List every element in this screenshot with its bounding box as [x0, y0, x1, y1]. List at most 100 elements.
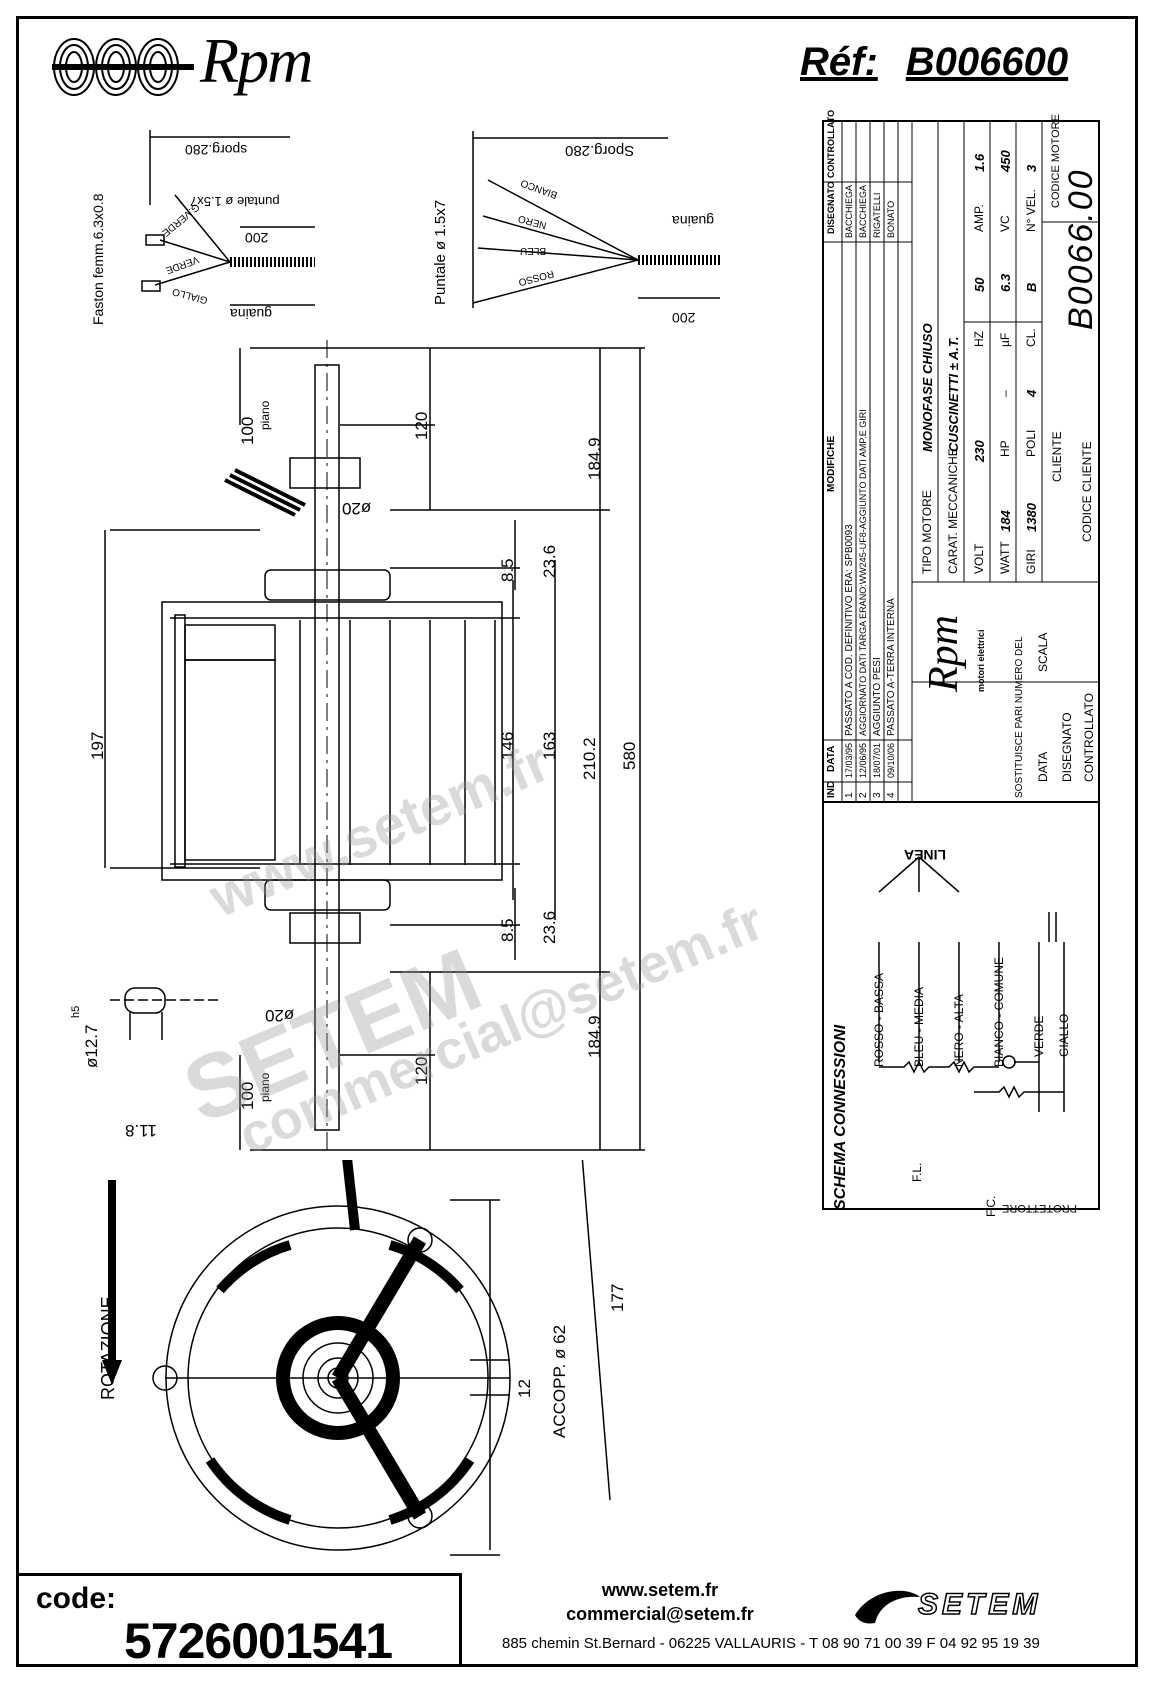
- spec-hz: 50: [972, 277, 987, 292]
- len-left: 200: [245, 230, 269, 246]
- shaft-flat: 11.8: [125, 1121, 157, 1140]
- rev-1-by: BACCHIEGA: [844, 184, 854, 238]
- len-right: 200: [672, 310, 696, 326]
- codice-motore: B0066.00: [1062, 168, 1100, 330]
- rev-2-date: 12/06/95: [858, 742, 868, 778]
- dim-184-bot: 184.9: [585, 1015, 604, 1058]
- schema-fc: F.C.: [984, 1195, 998, 1217]
- sostituisce-label: SOSTITUISCE PARI NUMERO DEL: [1014, 636, 1025, 798]
- rev-3-by: RIGATELLI: [872, 192, 882, 238]
- spec-watt: 184: [998, 510, 1013, 532]
- puntale-right: Puntale ø 1.5x7: [432, 199, 449, 305]
- spec-uf-label: µF: [998, 332, 1012, 347]
- schema-title: SCHEMA CONNESSIONI: [832, 1024, 849, 1210]
- dim-23.6-bot: 23.6: [540, 910, 559, 944]
- spec-poli-label: POLI: [1024, 429, 1038, 457]
- code-box: code: 5726001541: [16, 1573, 462, 1669]
- schema-wire-bleu: BLEU - MEDIA: [912, 986, 926, 1067]
- guaina-right: guaina: [672, 213, 715, 229]
- dim-8.5-top: 8.5: [498, 558, 517, 582]
- spec-cl: B: [1024, 282, 1039, 292]
- company-logo-text: Rpm: [921, 615, 967, 692]
- dim-177: 177: [608, 1283, 627, 1312]
- email-link[interactable]: commercial@setem.fr: [566, 1604, 754, 1624]
- rev-3-date: 18/07/01: [872, 742, 882, 778]
- schema-wire-nero: NERO - ALTA: [952, 994, 966, 1067]
- guaina-left: guaina: [230, 306, 273, 322]
- rev-1-desc: PASSATO A COD. DEFINITIVO ERA: SPB0093: [844, 524, 855, 736]
- ref-value: B006600: [905, 40, 1069, 84]
- controllato-label: CONTROLLATO: [1082, 693, 1096, 782]
- motor-front-view: [102, 1160, 611, 1556]
- spec-hp: –: [998, 390, 1012, 397]
- rpm-coil-logo: [52, 38, 194, 96]
- spec-vel-label: N° VEL.: [1024, 189, 1038, 232]
- ref-label: Réf:: [800, 40, 878, 84]
- dim-146: 146: [498, 731, 517, 760]
- dim-100-top: 100: [238, 416, 257, 445]
- rev-2-desc: AGGIORNATO DATI TARGA ERANO:WW245-UF8-AG…: [858, 409, 868, 736]
- dim-210: 210.2: [580, 737, 599, 780]
- motor-type: MONOFASE CHIUSO: [920, 323, 935, 452]
- dia20-bot: ø20: [265, 1006, 295, 1025]
- dim-120-top: 120: [412, 411, 431, 440]
- shaft-diameter: ø12.7: [82, 1024, 101, 1068]
- spec-amp-label: AMP.: [972, 204, 986, 232]
- schema-wire-verde: VERDE: [1032, 1015, 1046, 1057]
- brand-logo-text: Rpm: [200, 25, 313, 96]
- company-sub: motori elettrici: [976, 629, 986, 692]
- rev-header-ind: IND: [826, 780, 837, 798]
- dim-100-bot: 100: [238, 1081, 257, 1110]
- spec-vc-label: VC: [998, 215, 1012, 232]
- schema-wire-bianco: BIANCO - COMUNE: [992, 956, 1006, 1067]
- spec-amp: 1.6: [972, 153, 987, 172]
- spec-volt-label: VOLT: [972, 543, 986, 574]
- spec-watt-label: WATT: [998, 541, 1012, 574]
- spec-giri-label: GIRI: [1024, 549, 1038, 574]
- rev-1-ind: 1: [844, 792, 855, 798]
- data-label: DATA: [1036, 751, 1050, 782]
- spec-vel: 3: [1024, 164, 1039, 172]
- address-line: 885 chemin St.Bernard - 06225 VALLAURIS …: [502, 1635, 1040, 1652]
- mech-label: CARAT. MECCANICHE: [946, 448, 960, 574]
- motor-type-label: TIPO MOTORE: [920, 490, 934, 574]
- wire-diagram-left: [141, 130, 315, 306]
- website-link[interactable]: www.setem.fr: [601, 1580, 719, 1600]
- rev-header-desc: MODIFICHE: [826, 435, 837, 492]
- spec-hp-label: HP: [998, 440, 1012, 457]
- wire-label-bleu: BLEU: [520, 245, 547, 256]
- code-label: code:: [36, 1582, 117, 1615]
- contact-block: www.setem.fr commercial@setem.fr: [530, 1578, 790, 1626]
- spec-uf: 6.3: [998, 273, 1013, 292]
- sporg-right: Sporg.280: [565, 142, 635, 159]
- rev-2-ind: 2: [858, 792, 869, 798]
- scala-label: SCALA: [1036, 632, 1050, 672]
- rev-3-ind: 3: [872, 792, 883, 798]
- rev-4-date: 09/10/06: [886, 742, 896, 778]
- dim-163: 163: [540, 731, 559, 760]
- dia20-top: ø20: [342, 499, 372, 518]
- sporg-left: sporg.280: [185, 142, 248, 158]
- dim-120-bot: 120: [412, 1056, 431, 1085]
- wire-diagram-right: [472, 131, 720, 308]
- rev-4-ind: 4: [886, 792, 897, 798]
- rev-header-date: DATA: [826, 745, 837, 772]
- dim-8.5-bot: 8.5: [498, 918, 517, 942]
- schema-fl: F.L.: [910, 1162, 924, 1182]
- cliente-label: CLIENTE: [1050, 431, 1064, 482]
- reference-number: Réf: B006600: [800, 40, 1068, 85]
- rev-4-desc: PASSATO A-TERRA INTERNA: [886, 598, 897, 736]
- rev-2-by: BACCHIEGA: [858, 184, 868, 238]
- rev-3-desc: AGGIUNTO PESI: [872, 657, 883, 736]
- rev-header-by: DISEGNATO: [826, 181, 836, 234]
- drawing-frame: [16, 16, 1138, 1667]
- codice-motore-label: CODICE MOTORE: [1050, 114, 1062, 208]
- puntale-left: puntale ø 1.5x7: [190, 194, 280, 209]
- disegnato-label: DISEGNATO: [1060, 712, 1074, 782]
- spec-poli: 4: [1024, 389, 1039, 397]
- piano-top: piano: [258, 400, 272, 430]
- motor-side-view: [104, 340, 645, 1151]
- schema-wire-giallo: GIALLO: [1057, 1013, 1071, 1057]
- piano-bot: piano: [258, 1072, 272, 1102]
- rev-header-chk: CONTROLLATO: [826, 109, 836, 178]
